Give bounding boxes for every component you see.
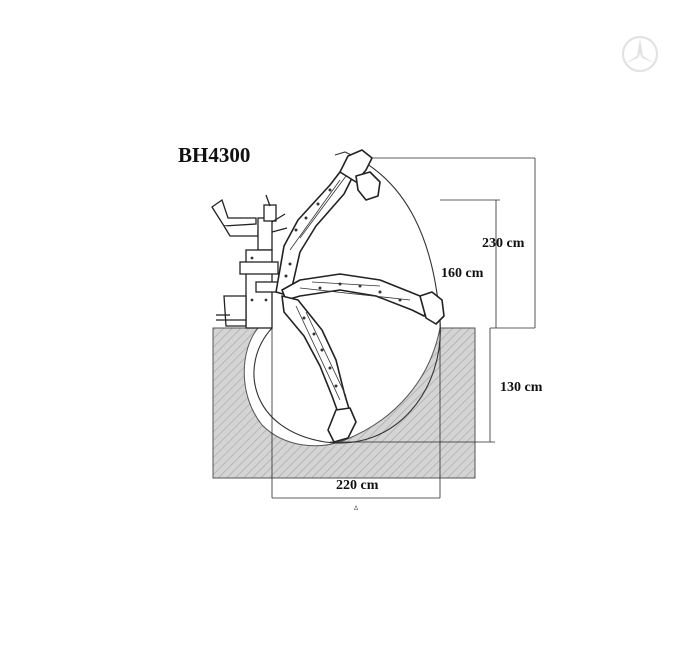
ground-cross-section [212,327,476,479]
arm-horizontal-position [281,273,445,325]
model-title: BH4300 [178,143,250,167]
svg-text:Δ: Δ [354,505,359,512]
mercedes-star-icon [621,35,659,73]
backhoe-frame [211,194,288,329]
dig-depth-label: 130 cm [500,380,543,395]
dump-height-label: 160 cm [441,266,484,281]
max-reach-height-label: 230 cm [482,236,525,251]
arm-digging-position [281,295,357,443]
arm-raised-position [275,149,381,297]
reach-width-label: 220 cm [336,478,379,493]
digging-envelope-arc [253,151,441,444]
